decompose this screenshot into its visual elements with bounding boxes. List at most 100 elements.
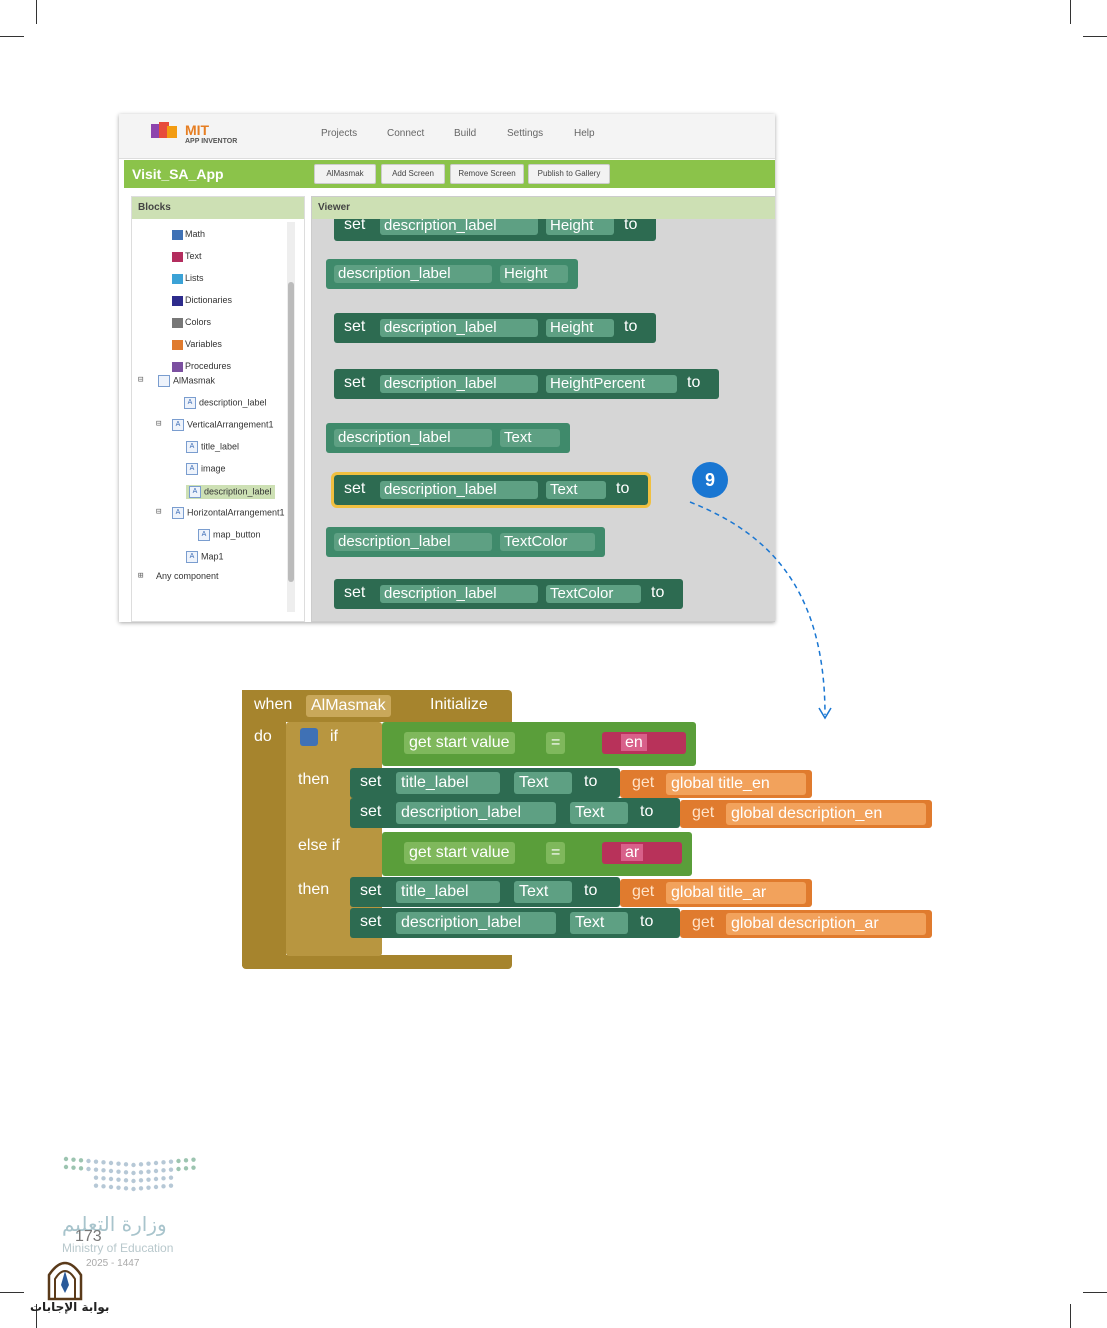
component-dropdown[interactable]: title_label [396, 772, 500, 794]
component-dropdown[interactable]: description_label [380, 585, 538, 603]
menu-projects[interactable]: Projects [321, 128, 358, 139]
property-dropdown[interactable]: Text [570, 912, 628, 934]
set-keyword: set [360, 882, 382, 899]
component-dropdown[interactable]: description_label [334, 533, 492, 551]
property-dropdown[interactable]: Text [514, 772, 572, 794]
get-start-value-block[interactable]: get start value [404, 732, 515, 754]
global-variable-dropdown[interactable]: global title_ar [666, 882, 806, 904]
builtin-block-category[interactable]: Variables [172, 339, 222, 350]
property-dropdown[interactable]: HeightPercent [546, 375, 677, 393]
builtin-block-category[interactable]: Lists [172, 273, 204, 284]
component-dropdown[interactable]: description_label [380, 375, 538, 393]
property-dropdown[interactable]: Text [514, 881, 572, 903]
global-variable-dropdown[interactable]: global description_en [726, 803, 926, 825]
equals-operator[interactable]: = [546, 842, 566, 864]
collapse-toggle-icon[interactable]: ⊟ [156, 507, 162, 517]
publish-gallery-button[interactable]: Publish to Gallery [528, 164, 610, 184]
set-keyword: set [344, 374, 366, 391]
text-literal-ar[interactable]: ar [602, 842, 682, 864]
scrollbar-thumb[interactable] [288, 282, 294, 582]
category-color-icon [172, 273, 183, 284]
builtin-block-category[interactable]: Procedures [172, 361, 231, 372]
component-dropdown[interactable]: title_label [396, 881, 500, 903]
to-keyword: to [624, 318, 638, 335]
property-dropdown[interactable]: Height [546, 219, 614, 235]
gear-icon[interactable] [300, 728, 318, 746]
property-dropdown[interactable]: Text [546, 481, 606, 499]
equals-operator[interactable]: = [546, 732, 566, 754]
expand-toggle-icon[interactable]: ⊞ [138, 571, 144, 581]
menu-connect[interactable]: Connect [387, 128, 425, 139]
property-dropdown[interactable]: TextColor [500, 533, 595, 551]
component-dropdown[interactable]: description_label [396, 802, 556, 824]
tree-screen-node[interactable]: AlMasmak [158, 375, 215, 387]
builtin-block-category[interactable]: Dictionaries [172, 295, 232, 306]
component-icon: A [172, 507, 184, 519]
blocks-scrollbar[interactable] [287, 222, 295, 612]
app-inventor-screenshot: MIT APP INVENTOR Projects Connect Build … [119, 114, 775, 622]
collapse-toggle-icon[interactable]: ⊟ [138, 375, 144, 385]
tree-label: description_label [204, 486, 272, 497]
collapse-toggle-icon[interactable]: ⊟ [156, 419, 162, 429]
property-getter-block[interactable]: description_label Text [326, 423, 570, 453]
menu-settings[interactable]: Settings [507, 128, 544, 139]
component-dropdown[interactable]: description_label [334, 265, 492, 283]
menu-build[interactable]: Build [454, 128, 477, 139]
remove-screen-button[interactable]: Remove Screen [450, 164, 524, 184]
global-variable-dropdown[interactable]: global description_ar [726, 913, 926, 935]
property-getter-block[interactable]: description_label Height [326, 259, 578, 289]
callout-arrow-icon [689, 501, 832, 720]
crop-mark [0, 36, 24, 37]
property-dropdown[interactable]: Height [500, 265, 568, 283]
global-variable-dropdown[interactable]: global title_en [666, 773, 806, 795]
builtin-block-category[interactable]: Text [172, 251, 202, 262]
builtin-block-category[interactable]: Colors [172, 317, 211, 328]
to-keyword: to [616, 480, 630, 497]
crop-mark [1083, 1292, 1107, 1293]
add-screen-button[interactable]: Add Screen [381, 164, 445, 184]
mit-app-inventor-logo[interactable]: MIT APP INVENTOR [149, 120, 259, 150]
event-name: Initialize [430, 696, 488, 713]
component-dropdown[interactable]: description_label [396, 912, 556, 934]
screen-name-chip[interactable]: AlMasmak [306, 695, 391, 717]
get-start-value-block[interactable]: get start value [404, 842, 515, 864]
property-dropdown[interactable]: Text [570, 802, 628, 824]
component-dropdown[interactable]: description_label [334, 429, 492, 447]
to-keyword: to [624, 219, 638, 233]
text-literal-en[interactable]: en [602, 732, 686, 754]
component-dropdown[interactable]: description_label [380, 319, 538, 337]
builtin-block-category[interactable]: Math [172, 229, 205, 240]
component-dropdown[interactable]: description_label [380, 481, 538, 499]
property-dropdown[interactable]: TextColor [546, 585, 641, 603]
property-dropdown[interactable]: Height [546, 319, 614, 337]
property-getter-block[interactable]: description_label TextColor [326, 527, 605, 557]
component-dropdown[interactable]: description_label [380, 219, 538, 235]
menu-help[interactable]: Help [574, 128, 595, 139]
logo-subtext: APP INVENTOR [185, 138, 238, 145]
tree-any-component[interactable]: Any component [156, 571, 219, 581]
property-dropdown[interactable]: Text [500, 429, 560, 447]
screen-dropdown[interactable]: AlMasmak [314, 164, 376, 184]
